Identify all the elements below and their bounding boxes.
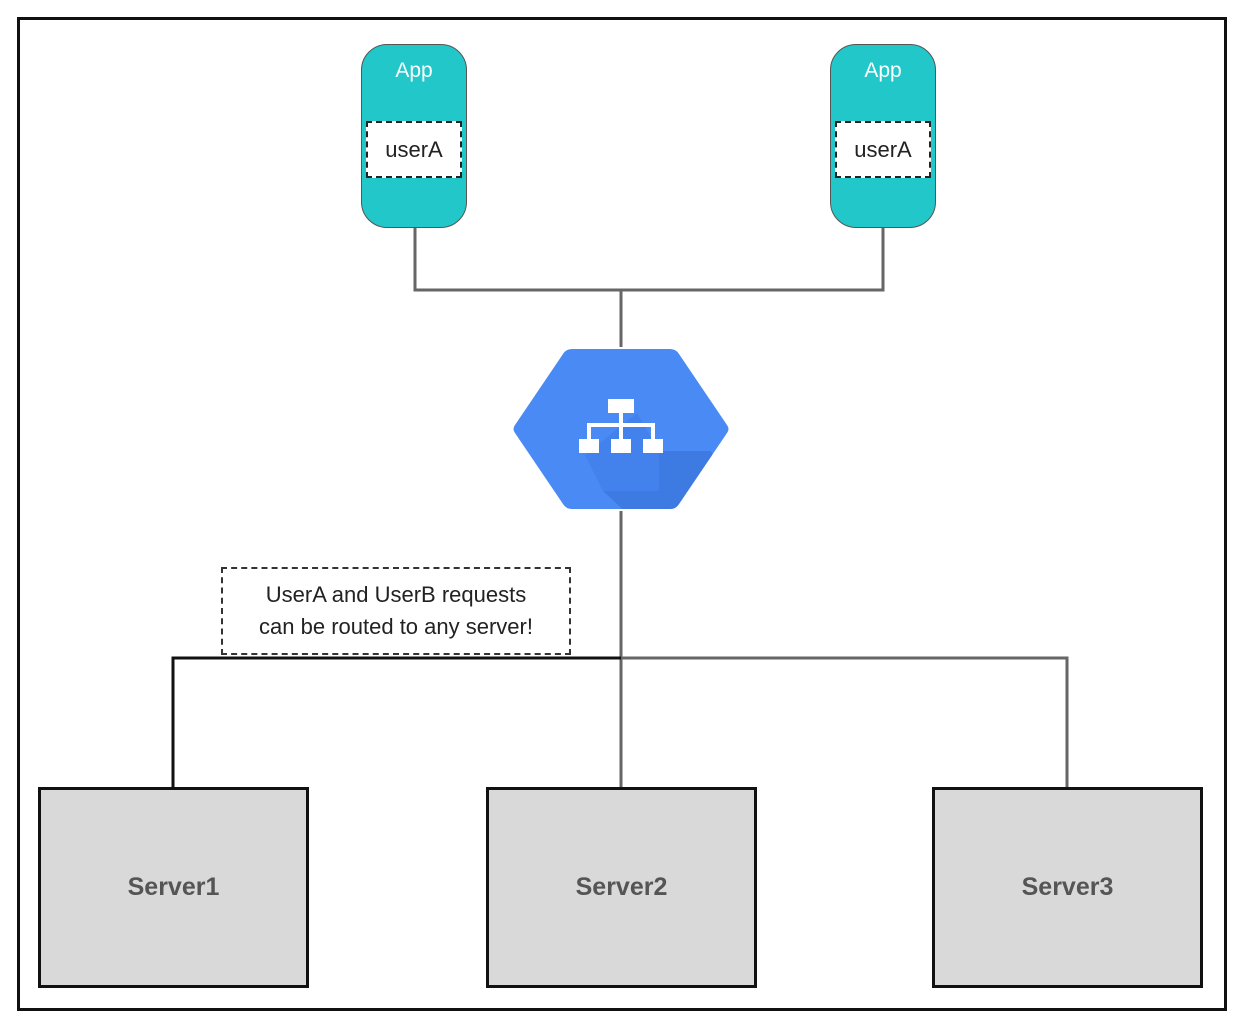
app2-connector <box>621 228 885 292</box>
load-balancer-icon <box>513 349 729 509</box>
app-client-2: App userA <box>830 44 936 228</box>
routing-note-line1: UserA and UserB requests <box>265 582 527 607</box>
server-1: Server1 <box>38 787 309 988</box>
routing-note: UserA and UserB requests can be routed t… <box>221 567 571 655</box>
server1-connector <box>171 656 621 787</box>
server-3: Server3 <box>932 787 1203 988</box>
user-session-box: userA <box>835 121 931 178</box>
app-client-1: App userA <box>361 44 467 228</box>
app-label: App <box>864 59 902 82</box>
user-session-box: userA <box>366 121 462 178</box>
routing-note-line2: can be routed to any server! <box>259 614 533 639</box>
diagram-frame <box>17 17 1227 1011</box>
app-label: App <box>395 59 433 82</box>
server-2: Server2 <box>486 787 757 988</box>
app1-connector <box>413 228 621 292</box>
server3-connector <box>621 656 1069 787</box>
